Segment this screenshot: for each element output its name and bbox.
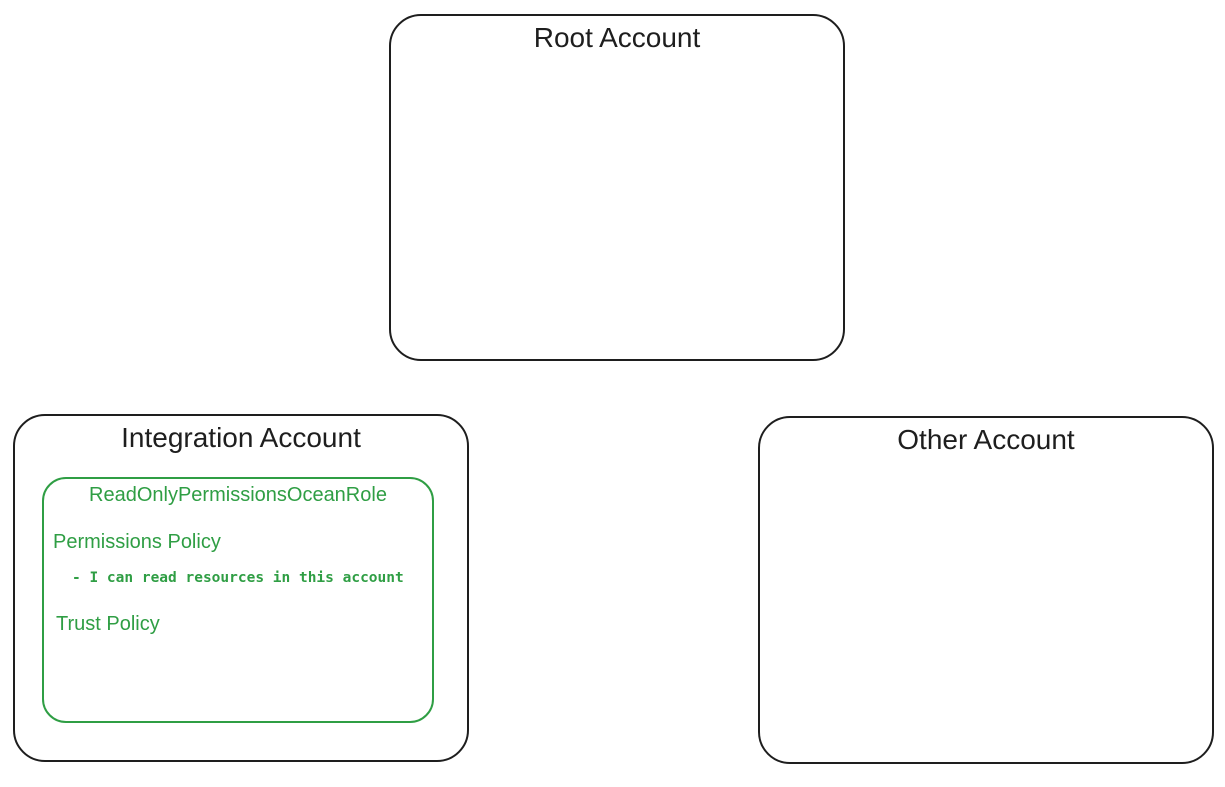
integration-account-box[interactable]: Integration Account xyxy=(13,414,469,762)
permissions-policy-item: - I can read resources in this account xyxy=(72,570,404,586)
ocean-role-box[interactable]: ReadOnlyPermissionsOceanRole Permissions… xyxy=(42,477,434,723)
other-account-box[interactable]: Other Account xyxy=(758,416,1214,764)
trust-policy-heading: Trust Policy xyxy=(56,613,160,635)
integration-account-title: Integration Account xyxy=(121,422,361,453)
root-account-box[interactable]: Root Account xyxy=(389,14,845,361)
permissions-policy-heading: Permissions Policy xyxy=(53,531,221,553)
other-account-title: Other Account xyxy=(897,424,1075,455)
role-name: ReadOnlyPermissionsOceanRole xyxy=(89,484,387,506)
root-account-title: Root Account xyxy=(533,22,701,53)
